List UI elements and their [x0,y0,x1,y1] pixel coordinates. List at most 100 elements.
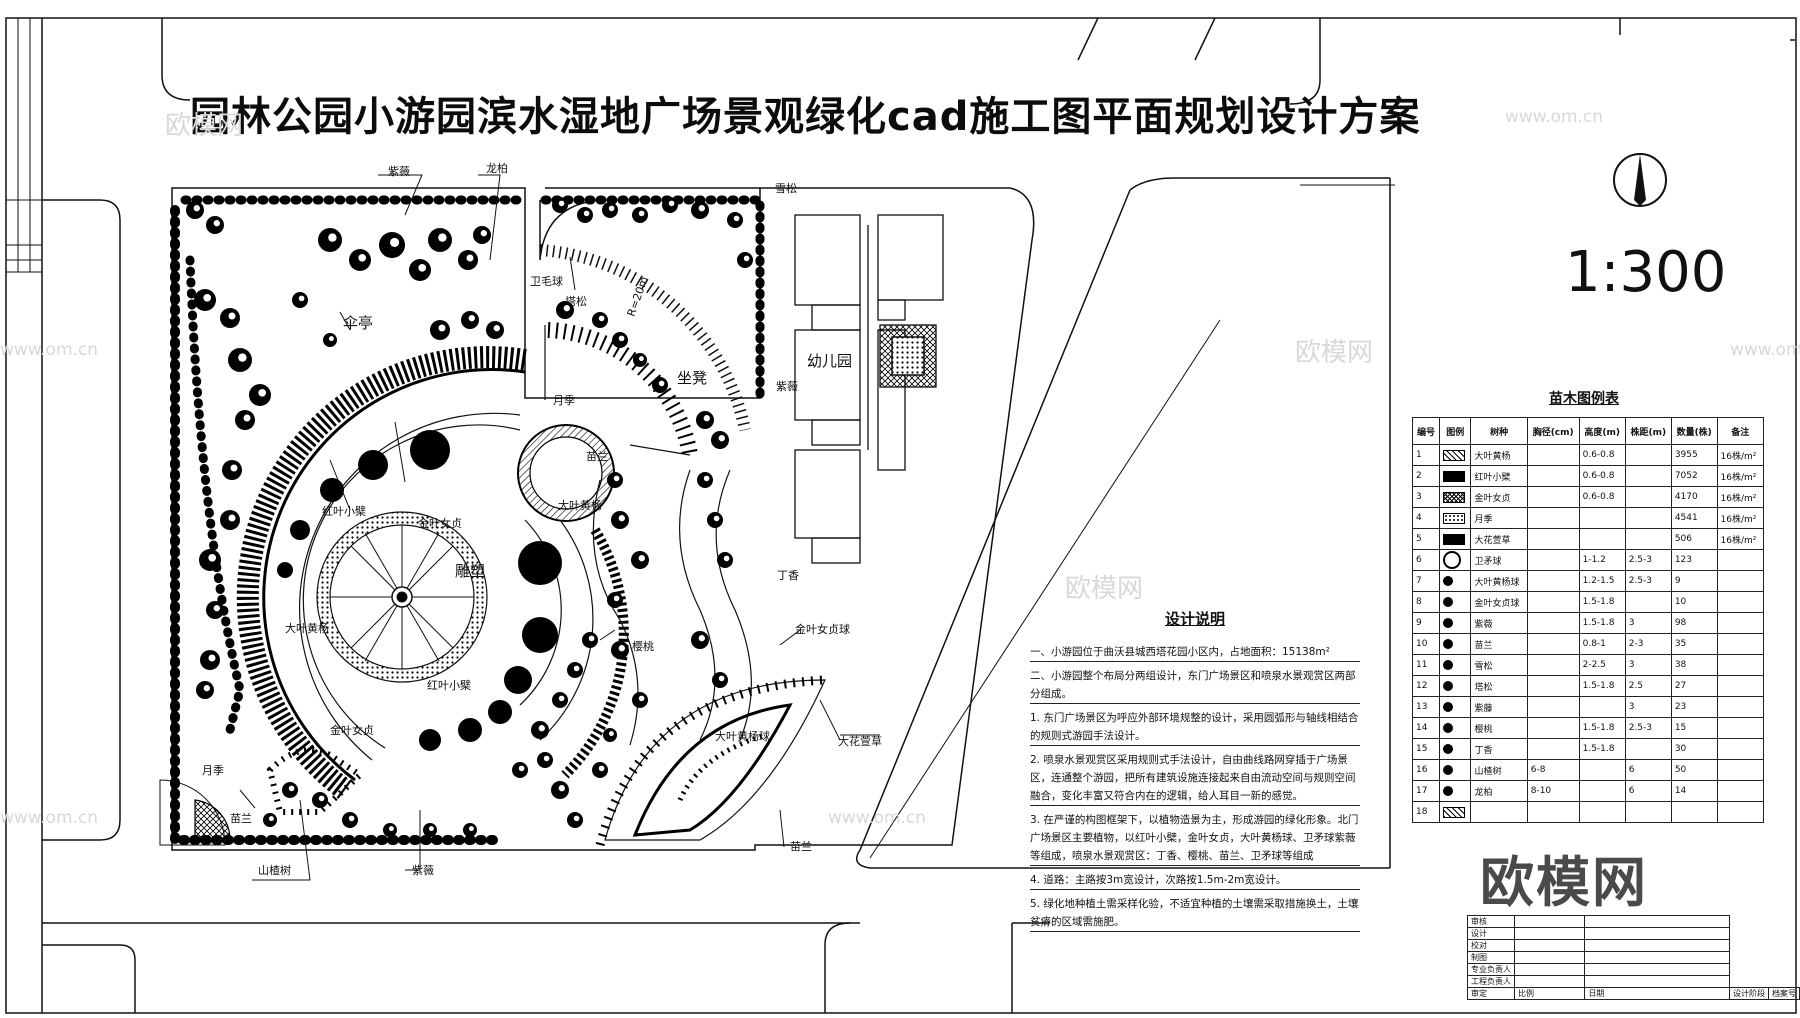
legend-cell [1526,465,1580,487]
legend-cell: 98 [1670,612,1718,634]
legend-cell: 1.5-1.8 [1578,612,1626,634]
note-item: 2. 喷泉水景观赏区采用规则式手法设计，自由曲线路网穿插于广场景区，连通整个游园… [1030,751,1360,806]
legend-cell [1716,759,1765,781]
legend-swatch-icon [1443,659,1454,670]
legend-cell [1624,738,1672,760]
legend-symbol [1439,633,1472,655]
legend-cell: 14 [1670,780,1718,802]
legend-cell [1670,801,1718,823]
title-block-label: 档案号 [1768,987,1800,1000]
tree-highlight [390,237,400,247]
legend-swatch-icon [1443,743,1454,754]
tree-highlight [288,785,295,792]
legend-symbol [1439,507,1472,529]
legend-header: 数量(株) [1670,417,1718,445]
legend-symbol [1439,486,1472,508]
tree-highlight [348,815,355,822]
drawing-scale: 1:300 [1565,240,1727,305]
tree-highlight [208,553,217,562]
legend-cell: 3 [1411,486,1441,508]
legend-cell [1716,633,1765,655]
legend-cell: 15 [1411,738,1441,760]
legend-cell [1624,465,1672,487]
legend-cell [1526,591,1580,613]
note-item: 3. 在严谨的构图框架下，以植物造景为主，形成游园的绿化形象。北门广场景区主要植… [1030,811,1360,866]
legend-cell [1578,759,1626,781]
shrub-border [170,195,765,845]
legend-cell: 16株/m² [1716,444,1765,466]
tree-highlight [538,725,545,732]
label-jinyenvzhen: 金叶女贞 [418,517,462,530]
legend-cell: 11 [1411,654,1441,676]
tree-highlight [558,200,565,207]
title-block-label: 日期 [1584,987,1730,1000]
legend-cell: 16 [1411,759,1441,781]
legend-cell: 红叶小檗 [1470,465,1528,487]
legend-cell [1716,549,1765,571]
legend-cell [1578,507,1626,529]
tree-highlight [298,295,305,302]
legend-cell: 1.2-1.5 [1578,570,1626,592]
pergola-arc [539,244,751,457]
round-feature [517,424,615,522]
legend-cell [1624,591,1672,613]
tree-highlight [698,635,705,642]
legend-cell [1716,612,1765,634]
title-block-label: 设计阶段 [1729,987,1769,1000]
tree-highlight [468,315,475,322]
title-block-value [1584,927,1730,940]
tree-highlight [583,210,590,217]
legend-cell [1716,675,1765,697]
legend-cell: 17 [1411,780,1441,802]
legend-header: 高度(m) [1578,417,1626,445]
legend-cell [1624,528,1672,550]
label-tazong: 塔松 [565,295,587,308]
legend-symbol [1439,675,1472,697]
legend-cell: 2-2.5 [1578,654,1626,676]
legend-cell: 0.6-0.8 [1578,465,1626,487]
label-jinyenvzhen-2: 金叶女贞 [330,724,374,737]
label-yueji-2: 月季 [202,764,224,777]
legend-symbol [1439,570,1472,592]
tree-highlight [238,353,247,362]
tree-highlight [193,205,200,212]
legend-cell: 大叶黄杨 [1470,444,1528,466]
title-block-value [1513,975,1586,988]
tree-highlight [588,635,595,642]
label-dahuaxuancao: 大花萱草 [838,735,882,748]
tree-highlight [318,795,325,802]
legend-title: 苗木图例表 [1549,391,1619,407]
tree-highlight [608,731,614,737]
legend-cell: 15 [1670,717,1718,739]
label-shuilan-3: 苗兰 [790,840,812,853]
legend-cell: 7 [1411,570,1441,592]
legend-cell [1716,738,1765,760]
legend-cell: 13 [1411,696,1441,718]
watermark-brand: 欧模网 [165,111,244,141]
label-shuilan: 苗兰 [586,450,608,463]
tree-highlight [518,765,525,772]
legend-cell: 16株/m² [1716,528,1765,550]
legend-swatch-icon [1443,722,1454,733]
legend-cell: 6 [1411,549,1441,571]
title-block-row: 制图 [1467,951,1800,964]
legend-swatch-icon [1443,533,1466,545]
tree-highlight [613,475,620,482]
legend-cell: 苗兰 [1470,633,1528,655]
title-block-label: 制图 [1467,951,1515,964]
legend-cell [1578,801,1626,823]
legend-cell: 0.6-0.8 [1578,486,1626,508]
watermark-brand: 欧模网 [1065,574,1144,604]
tree-highlight [613,595,620,602]
legend-cell [1624,507,1672,529]
legend-cell: 1.5-1.8 [1578,675,1626,697]
legend-cell: 14 [1411,717,1441,739]
legend-cell [1716,570,1765,592]
